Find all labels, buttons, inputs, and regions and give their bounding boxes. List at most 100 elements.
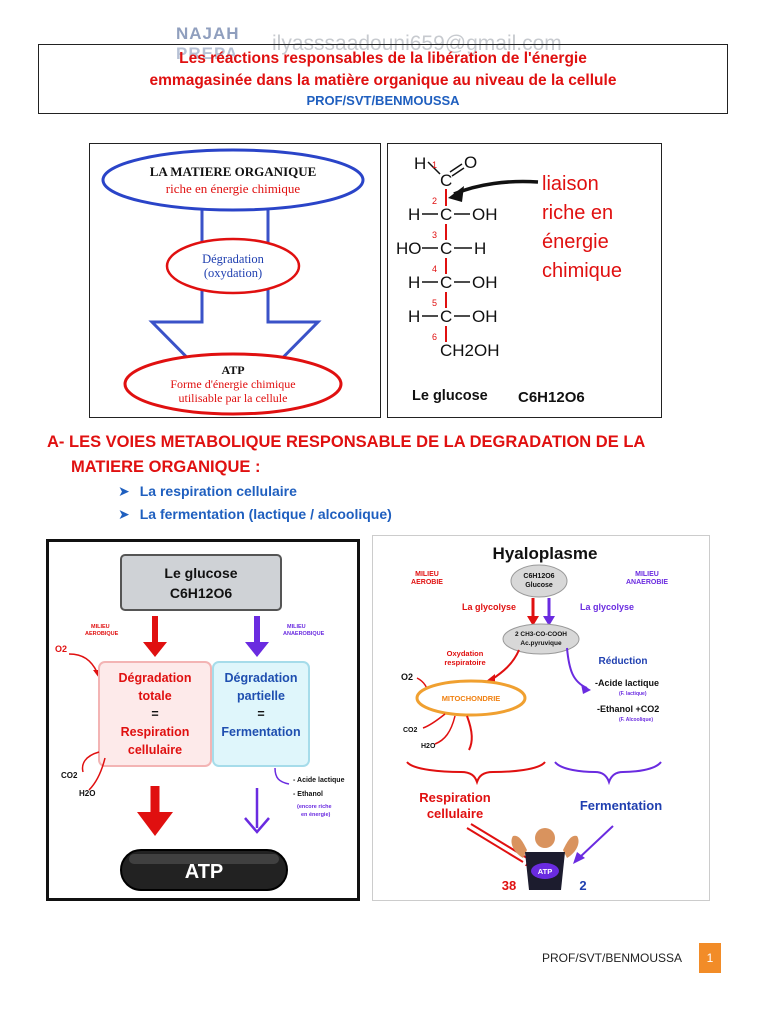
- hyaloplasme-diagram: Hyaloplasme MILIEU AEROBIE MILIEU ANAERO…: [401, 544, 668, 893]
- glucose-caption-name: Le glucose: [412, 388, 488, 404]
- metabolic-pathways-diagram: Le glucose C6H12O6 MILIEU AEROBIQUE MILI…: [55, 554, 345, 891]
- organic-matter-ellipse: [101, 148, 365, 212]
- red-arrow-down-icon: [143, 642, 167, 657]
- product-ethanol: - Ethanol: [293, 791, 323, 798]
- degradation-label: Dégradation: [202, 252, 265, 266]
- mitochondrie-ellipse: [415, 679, 527, 717]
- atp-count-fermentation: 2: [579, 878, 586, 893]
- organic-matter-title: LA MATIERE ORGANIQUE: [150, 164, 317, 179]
- bullet-arrow-icon: ➤: [118, 483, 130, 499]
- carbon-number-6: 6: [432, 332, 437, 342]
- annotation-line-1: liaison: [542, 173, 599, 195]
- atom-h-3: H: [474, 239, 486, 258]
- carbon-number-2: 2: [432, 196, 437, 206]
- title-box: Les réactions responsables de la libérat…: [38, 44, 728, 114]
- co2-label: CO2: [61, 771, 78, 780]
- atom-ch2oh-6: CH2OH: [440, 341, 500, 360]
- atp-pill-label: ATP: [185, 861, 224, 883]
- fermentation-box-equals: =: [257, 707, 264, 721]
- carbon-number-4: 4: [432, 264, 437, 274]
- organic-matter-subtitle: riche en énergie chimique: [166, 181, 301, 196]
- h2o-label: H2O: [79, 789, 95, 798]
- aerobic-label-1: MILIEU: [91, 624, 110, 630]
- watermark-logo-top: NAJAH: [176, 24, 240, 43]
- product-acide-lactique: - Acide lactique: [293, 777, 345, 784]
- section-heading-line-1: A- LES VOIES METABOLIQUE RESPONSABLE DE …: [47, 433, 646, 451]
- atom-h-2: H: [408, 205, 420, 224]
- fermentation-box-line-1: Dégradation: [225, 671, 298, 685]
- glucose-caption-formula: C6H12O6: [518, 389, 585, 406]
- atom-c-4: C: [440, 273, 452, 292]
- oxydation-label: (oxydation): [204, 266, 262, 280]
- atom-c-2: C: [440, 205, 452, 224]
- ethanol-label: -Ethanol +CO2: [597, 704, 659, 714]
- glucose-box-line-1: Le glucose: [164, 565, 237, 581]
- strong-man-icon: [511, 828, 579, 890]
- figure-energy-flow: LA MATIERE ORGANIQUE riche en énergie ch…: [89, 143, 381, 418]
- annotation-line-2: riche en: [542, 202, 613, 224]
- energy-flow-diagram: LA MATIERE ORGANIQUE riche en énergie ch…: [101, 148, 365, 416]
- figure-hyaloplasme: Hyaloplasme MILIEU AEROBIE MILIEU ANAERO…: [372, 535, 710, 901]
- atom-oh-2: OH: [472, 205, 498, 224]
- respiration-box-line-1: Dégradation: [119, 671, 192, 685]
- title-line-1: Les réactions responsables de la libérat…: [179, 50, 587, 67]
- red-thick-arrow-icon: [137, 812, 173, 836]
- products-note-1: (encore riche: [297, 804, 332, 810]
- respiration-brace: [406, 761, 546, 786]
- pyruvate-bubble: [502, 623, 580, 655]
- atom-oh-4: OH: [472, 273, 498, 292]
- glucose-bubble-line-2: Glucose: [525, 582, 553, 589]
- atp-description-1: Forme d'énergie chimique: [170, 377, 295, 391]
- atom-c-5: C: [440, 307, 452, 326]
- respiration-box-line-4: cellulaire: [128, 743, 182, 757]
- atom-c-3: C: [440, 239, 452, 258]
- figure-metabolic-pathways: Le glucose C6H12O6 MILIEU AEROBIQUE MILI…: [46, 539, 360, 901]
- bullet-fermentation: ➤La fermentation (lactique / alcoolique): [118, 506, 392, 523]
- respiration-box-line-3: Respiration: [121, 725, 190, 739]
- respiration-box: [98, 661, 212, 767]
- carbon-number-3: 3: [432, 230, 437, 240]
- atp-badge: [531, 863, 559, 879]
- anaerobic-label-2: ANAEROBIQUE: [283, 631, 325, 637]
- watermark-logo-bottom: PREPA: [176, 44, 239, 63]
- glucose-bubble-line-1: C6H12O6: [523, 573, 554, 580]
- atom-ho-3: HO: [396, 239, 422, 258]
- aerobic-label-2: AEROBIQUE: [85, 631, 119, 637]
- atom-h-1: H: [414, 154, 426, 173]
- atom-oh-5: OH: [472, 307, 498, 326]
- respiration-box-equals: =: [151, 707, 158, 721]
- figure-glucose-structure: H C O H C OH HO C H H C OH H C OH: [387, 143, 662, 418]
- respiration-label-2: cellulaire: [427, 806, 483, 821]
- h2o-label-hyalo: H2O: [421, 743, 436, 750]
- atp-description-2: utilisable par la cellule: [179, 391, 288, 405]
- page-number-badge: 1: [699, 943, 721, 973]
- fermentation-label: Fermentation: [580, 798, 662, 813]
- footer-author: PROF/SVT/BENMOUSSA: [542, 951, 683, 965]
- bullet-respiration-label: La respiration cellulaire: [139, 483, 297, 499]
- degradation-ellipse: [165, 237, 301, 295]
- reduction-label: Réduction: [599, 656, 648, 667]
- co2-label-hyalo: CO2: [403, 727, 418, 734]
- respiration-box-line-2: totale: [138, 689, 171, 703]
- glucose-structure-diagram: H C O H C OH HO C H H C OH H C OH: [396, 153, 622, 406]
- glycolyse-right: La glycolyse: [580, 602, 634, 612]
- oxydation-label-2: respiratoire: [444, 658, 485, 667]
- aerobie-label-1: MILIEU: [415, 571, 439, 578]
- pyruvate-bubble-line-2: Ac.pyruvique: [520, 640, 562, 647]
- atom-h-4: H: [408, 273, 420, 292]
- fermentation-brace: [554, 761, 662, 786]
- pyruvate-bubble-line-1: 2 CH3-CO-COOH: [515, 631, 567, 638]
- atom-h-5: H: [408, 307, 420, 326]
- glucose-bubble: [510, 564, 568, 598]
- fermentation-box: [212, 661, 310, 767]
- atom-o-1: O: [464, 153, 477, 172]
- watermark-email: ilyasssaadouni659@gmail.com: [272, 32, 562, 55]
- glycolyse-left: La glycolyse: [462, 602, 516, 612]
- acide-lactique-label: -Acide lactique: [595, 678, 659, 688]
- aerobie-label-2: AEROBIE: [411, 579, 443, 586]
- fermentation-box-line-2: partielle: [237, 689, 285, 703]
- bullet-arrow-icon: ➤: [118, 506, 130, 522]
- f-lactique-label: (F. lactique): [619, 691, 647, 697]
- carbon-number-5: 5: [432, 298, 437, 308]
- bond-pointer-arrow: [453, 179, 539, 196]
